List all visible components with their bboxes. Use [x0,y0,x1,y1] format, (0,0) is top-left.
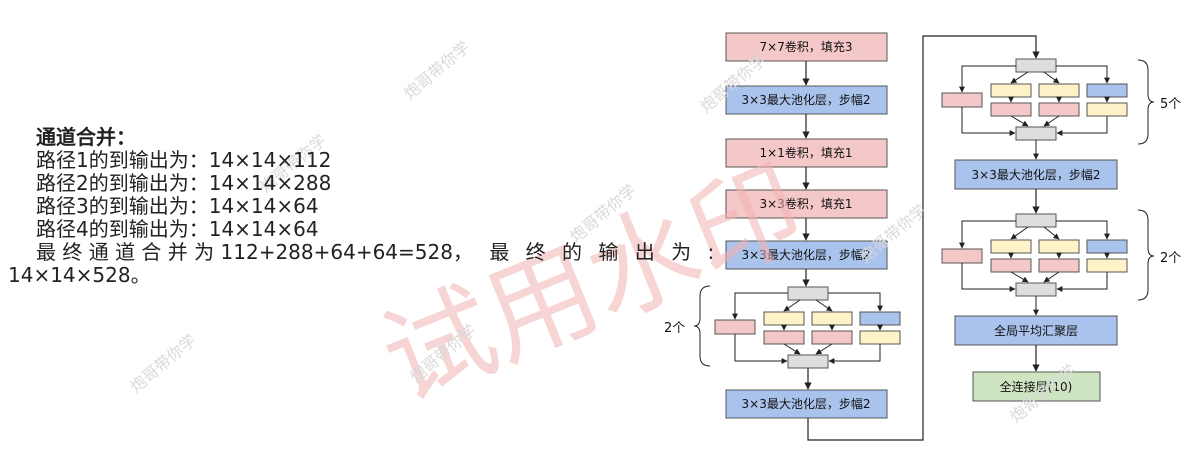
fc-box [972,371,1101,402]
right-repeat-label-top: 5个 [1160,97,1181,112]
r2-top-node [1015,213,1057,228]
conv3x3-box [725,189,888,219]
r1-bottom-node [1015,126,1057,141]
left-inception-yellow-2 [811,311,853,326]
left-repeat-label: 2个 [664,321,685,336]
final-part-b: 112+288+64+64=528 [214,240,453,264]
global-avg-pool-box [954,315,1118,346]
final-line: 最 终 通 道 合 并 为 112+288+64+64=528， 最 终 的 输… [8,240,714,264]
right-inception-block-1 [941,58,1155,160]
r2-blue [1086,239,1128,254]
conv7x7-label: 7×7卷积，填充3 [760,39,853,54]
r2-repeat-brace [1137,209,1155,301]
r2-bottom-node [1015,282,1057,297]
left-inception-top-node [787,286,829,301]
r1-top-node [1015,58,1057,73]
left-inception-bottom-node [787,354,829,369]
left-repeat-brace [693,285,711,367]
maxpool-label-1: 3×3最大池化层，步幅2 [742,92,871,107]
maxpool-label-3: 3×3最大池化层，步幅2 [742,396,871,411]
r1-yellow-1 [990,83,1032,98]
conv1x1-label: 1×1卷积，填充1 [760,145,853,160]
fc-label: 全连接层(10) [1000,379,1073,394]
left-inception-pink-a [714,319,756,335]
left-inception-yellow-1 [763,311,805,326]
global-avg-pool-label: 全局平均汇聚层 [994,323,1078,338]
left-inception-yellow-3 [859,330,901,345]
maxpool-box-3 [725,389,888,419]
watermark-small-3: 炮哥带你学 [126,330,200,396]
column-connector [807,35,1040,441]
r1-yellow-3 [1086,102,1128,117]
r1-pink-a [941,92,983,108]
final-output-line: 14×14×528。 [8,263,151,287]
maxpool-box-1 [725,85,888,115]
watermark-small-1: 炮哥带你学 [400,37,474,103]
r1-yellow-2 [1038,83,1080,98]
r2-yellow-2 [1038,239,1080,254]
left-column [725,32,888,419]
left-arrows [802,61,812,390]
r2-pink-2 [1038,258,1080,273]
final-part-a: 最 终 通 道 合 并 为 [36,240,215,264]
left-inception-pink-1 [763,330,805,345]
right-inception-block-2 [941,209,1155,316]
r2-yellow-3 [1086,258,1128,273]
r1-pink-2 [1038,102,1080,117]
conv1x1-box [725,138,888,168]
final-part-c: ， 最 终 的 输 出 为 : [452,240,720,264]
r1-repeat-brace [1137,59,1155,145]
r2-yellow-1 [990,239,1032,254]
maxpool-label-2: 3×3最大池化层，步幅2 [742,247,871,262]
left-inception-blue [859,311,901,326]
r1-blue [1086,83,1128,98]
path4-line: 路径4的到输出为：14×14×64 [36,217,319,241]
r1-pink-1 [990,102,1032,117]
merge-title: 通道合并： [36,125,136,149]
conv7x7-box [725,32,888,62]
r2-pink-1 [990,258,1032,273]
r2-pink-a [941,248,983,264]
left-inception-pink-2 [811,330,853,345]
conv3x3-label: 3×3卷积，填充1 [760,196,853,211]
path2-line: 路径2的到输出为：14×14×288 [36,171,332,195]
right-maxpool-box [954,159,1118,190]
channel-merge-text: 通道合并： 路径1的到输出为：14×14×112 路径2的到输出为：14×14×… [8,125,714,287]
left-inception-block [693,285,901,369]
right-repeat-label-mid: 2个 [1160,251,1181,266]
path3-line: 路径3的到输出为：14×14×64 [36,194,319,218]
right-maxpool-label: 3×3最大池化层，步幅2 [972,167,1101,182]
path1-line: 路径1的到输出为：14×14×112 [36,148,332,172]
